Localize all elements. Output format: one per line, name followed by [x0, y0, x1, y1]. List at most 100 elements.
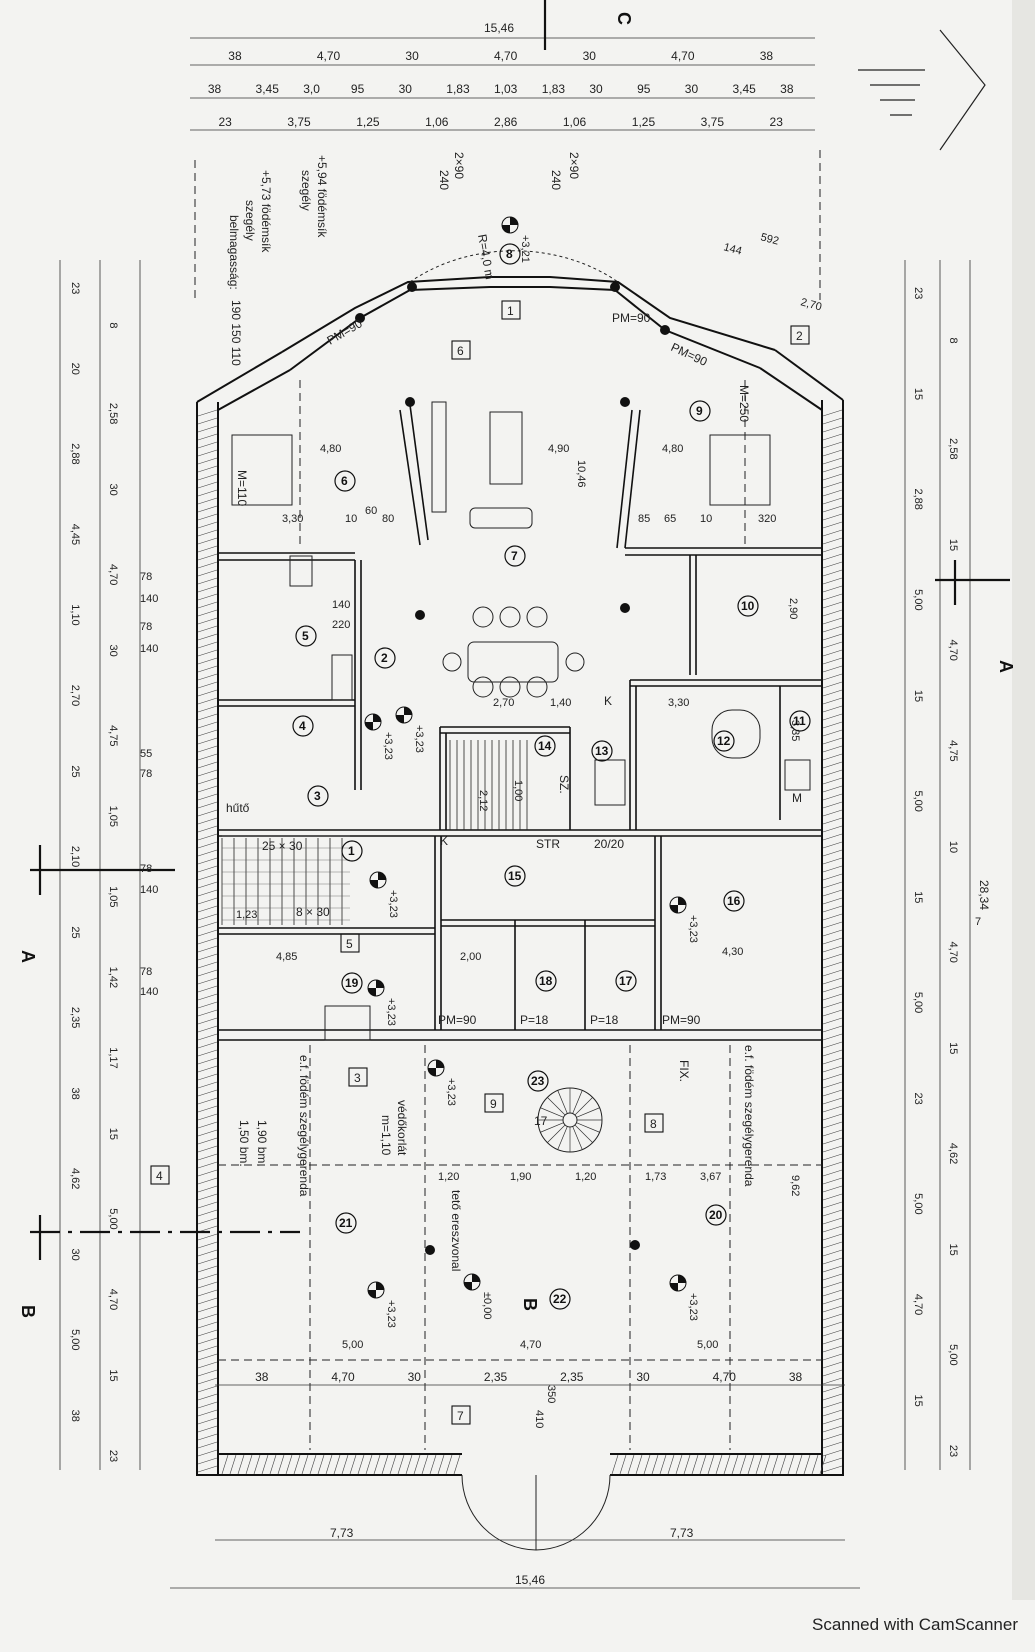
- hatch-line: [822, 561, 843, 569]
- hatch-line: [421, 1454, 429, 1475]
- level-symbol-fill: [678, 1275, 686, 1283]
- spiral-step: [547, 1097, 566, 1116]
- hatch-line: [822, 1177, 843, 1185]
- hatch-line: [822, 1193, 843, 1201]
- hatch-line: [197, 953, 218, 961]
- left-dim-24: 30: [69, 1249, 81, 1261]
- hatch-line: [822, 1225, 843, 1233]
- hatch-line: [643, 1454, 651, 1475]
- hatch-line: [197, 521, 218, 529]
- top-dim-3-4: 2,86: [494, 115, 518, 129]
- hatch-line: [197, 1345, 218, 1353]
- left-dim-20: 38: [69, 1087, 81, 1099]
- top-dim-3-5: 1,06: [563, 115, 587, 129]
- hatch-line: [822, 1145, 843, 1153]
- room-number-5: 5: [302, 629, 309, 643]
- hatch-line: [197, 1337, 218, 1345]
- left-dim-15: 1,05: [107, 886, 119, 907]
- hatch-line: [822, 1001, 843, 1009]
- hatch-line: [822, 1329, 843, 1337]
- inner-dim-42: 3,35: [789, 720, 801, 741]
- hatch-line: [197, 737, 218, 745]
- top-dim-2-12: 38: [780, 82, 794, 96]
- hatch-line: [429, 1454, 437, 1475]
- section-markers: [30, 0, 1010, 1260]
- inner-dim-35: 9,62: [789, 1175, 801, 1196]
- inner-dim-28: 1,00: [512, 780, 524, 801]
- level-label-0: +3,21: [519, 235, 531, 263]
- hatch-line: [333, 1454, 341, 1475]
- room-circle: [705, 1204, 727, 1226]
- top-dim-2-0: 38: [208, 82, 222, 96]
- hatch-line: [822, 905, 843, 913]
- hatch-line: [822, 1169, 843, 1177]
- hatch-line: [822, 753, 843, 761]
- inner-dim-2: 4,80: [662, 443, 683, 455]
- room-circle: [689, 400, 711, 422]
- hatch-line: [437, 1454, 445, 1475]
- hatch-line: [197, 1321, 218, 1329]
- inner-dim-10: 320: [758, 513, 776, 525]
- spiral-step: [540, 1107, 564, 1118]
- str-label: STR: [536, 837, 560, 851]
- pm-label-2: PM=90: [612, 311, 651, 325]
- hatch-line: [822, 593, 843, 601]
- hatch-line: [822, 545, 843, 553]
- hatch-line: [822, 1201, 843, 1209]
- callout-box: [484, 1093, 504, 1113]
- room-circle: [535, 970, 557, 992]
- hatch-line: [413, 1454, 421, 1475]
- hatch-line: [822, 841, 843, 849]
- hatch-line: [397, 1454, 405, 1475]
- hatch-line: [237, 1454, 245, 1475]
- left-dim-4: 2,88: [69, 443, 81, 464]
- hatch-line: [822, 1321, 843, 1329]
- right-dim-9: 4,75: [947, 740, 959, 761]
- room-circle: [374, 647, 396, 669]
- hatch-line: [822, 617, 843, 625]
- hatch-line: [822, 769, 843, 777]
- hatch-line: [453, 1454, 461, 1475]
- fodem-label-2: +5,73 födémsík: [259, 170, 273, 253]
- room-circle: [307, 785, 329, 807]
- hatch-line: [822, 897, 843, 905]
- level-label-1: +3,23: [382, 732, 394, 760]
- left-dim-28: 38: [69, 1410, 81, 1422]
- level-symbol-fill: [472, 1274, 480, 1282]
- hatch-line: [197, 657, 218, 665]
- level-symbols: [364, 216, 687, 1299]
- room-circle: [334, 470, 356, 492]
- inner-dim-20: 78: [140, 863, 152, 875]
- hatch-line: [197, 1281, 218, 1289]
- fodem-label-1b: szegély: [299, 170, 313, 211]
- right-dim-23: 23: [947, 1445, 959, 1457]
- hatch-line: [811, 1454, 819, 1475]
- r2020-label: 20/20: [594, 837, 624, 851]
- hatch-line: [822, 937, 843, 945]
- hatch-line: [221, 1454, 229, 1475]
- hatch-line: [822, 1217, 843, 1225]
- room-circle: [549, 1288, 571, 1310]
- room-number-19: 19: [345, 976, 359, 990]
- hatch-line: [197, 641, 218, 649]
- inner-dim-39: 2,70: [493, 697, 514, 709]
- hatch-line: [822, 1137, 843, 1145]
- hatch-line: [197, 609, 218, 617]
- inner-dim-44: 410: [533, 1410, 545, 1428]
- hatch-line: [731, 1454, 739, 1475]
- hatch-line: [822, 681, 843, 689]
- room-number-22: 22: [553, 1292, 567, 1306]
- room-circle: [737, 595, 759, 617]
- annotations: +5,94 födémsík szegély +5,73 födémsík sz…: [226, 152, 802, 1271]
- room-number-11: 11: [793, 714, 806, 728]
- inner-dim-4: 10: [345, 513, 357, 525]
- inner-dim-5: 60: [365, 505, 377, 517]
- level-symbol-fill: [365, 722, 373, 730]
- hatch-line: [197, 1457, 218, 1465]
- hatch-line: [197, 961, 218, 969]
- room-number-2: 2: [381, 651, 388, 665]
- belmagassag-values: 190 150 110: [229, 300, 243, 366]
- hatch-line: [822, 1313, 843, 1321]
- m110-label: M=110: [235, 470, 249, 506]
